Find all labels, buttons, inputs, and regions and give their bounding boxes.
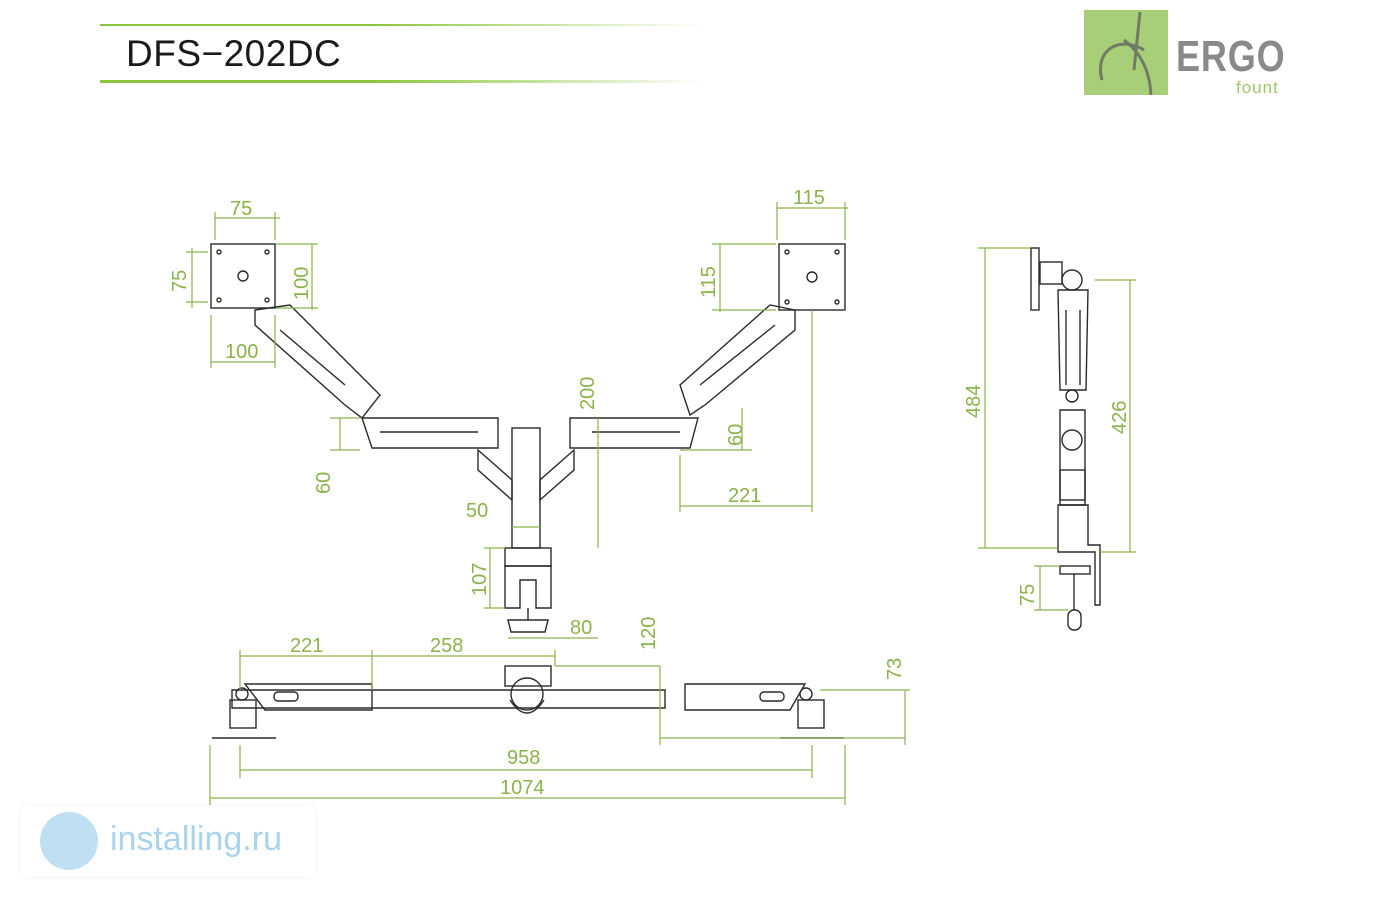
watermark: installing.ru bbox=[20, 806, 316, 876]
header-bottom-rule bbox=[100, 80, 705, 83]
center-pole bbox=[511, 427, 541, 549]
model-title: DFS−202DC bbox=[126, 33, 342, 74]
dim-top-221: 221 bbox=[290, 635, 323, 657]
topview-right-clamp bbox=[797, 699, 825, 729]
ergofount-logo: ERGO fount bbox=[1084, 10, 1294, 114]
left-lower-arm bbox=[361, 417, 499, 449]
dim-clamp-107: 107 bbox=[469, 563, 491, 596]
topview-right-segment bbox=[684, 683, 807, 711]
dim-clamp-80: 80 bbox=[570, 617, 592, 639]
dim-arm-60-left: 60 bbox=[313, 472, 335, 494]
topview-pole bbox=[510, 677, 544, 711]
dim-top-120: 120 bbox=[638, 617, 660, 650]
dim-offset-221: 221 bbox=[728, 485, 761, 507]
header-top-rule bbox=[100, 24, 705, 26]
clamp-top bbox=[504, 547, 552, 567]
left-vesa-plate bbox=[210, 243, 276, 309]
topview-left-segment bbox=[243, 683, 373, 711]
watermark-logo-icon bbox=[40, 812, 98, 870]
right-upper-arm bbox=[679, 304, 796, 417]
dim-side-75: 75 bbox=[1017, 584, 1039, 606]
side-plate bbox=[1030, 247, 1040, 311]
logo-sub: fount bbox=[1236, 78, 1279, 97]
dim-left-vesa-100h: 100 bbox=[225, 341, 258, 363]
clamp-knob bbox=[507, 619, 549, 633]
dim-side-484: 484 bbox=[963, 385, 985, 418]
dim-arm-60-right: 60 bbox=[725, 424, 747, 446]
dim-top-1074: 1074 bbox=[500, 777, 545, 799]
watermark-text: installing.ru bbox=[110, 820, 282, 858]
dim-right-plate-h: 115 bbox=[698, 266, 720, 298]
dim-right-plate-w: 115 bbox=[793, 187, 825, 209]
dim-left-vesa-w: 75 bbox=[230, 198, 252, 220]
logo-brand: ERGO bbox=[1176, 32, 1286, 81]
topview-left-clamp bbox=[229, 699, 257, 729]
left-vesa-center bbox=[237, 270, 249, 282]
dim-side-426: 426 bbox=[1109, 401, 1131, 434]
side-joint bbox=[1039, 261, 1063, 285]
logo-mark bbox=[1084, 10, 1168, 111]
clamp-body bbox=[504, 565, 552, 609]
side-upper-arm bbox=[1057, 289, 1089, 391]
dim-top-73: 73 bbox=[884, 658, 906, 680]
side-lower-arm bbox=[1059, 409, 1086, 506]
dim-top-958: 958 bbox=[507, 747, 540, 769]
dim-left-vesa-h: 75 bbox=[169, 270, 191, 292]
dimension-lines bbox=[186, 202, 1136, 805]
right-lower-arm bbox=[569, 417, 699, 449]
dim-top-258: 258 bbox=[430, 635, 463, 657]
side-clamp bbox=[1057, 504, 1101, 606]
dim-left-vesa-100v: 100 bbox=[291, 267, 313, 300]
topview-bar bbox=[231, 689, 666, 709]
dim-pole-50: 50 bbox=[466, 500, 488, 522]
dim-arm-height-200: 200 bbox=[577, 377, 599, 410]
right-vesa-center bbox=[806, 271, 818, 283]
